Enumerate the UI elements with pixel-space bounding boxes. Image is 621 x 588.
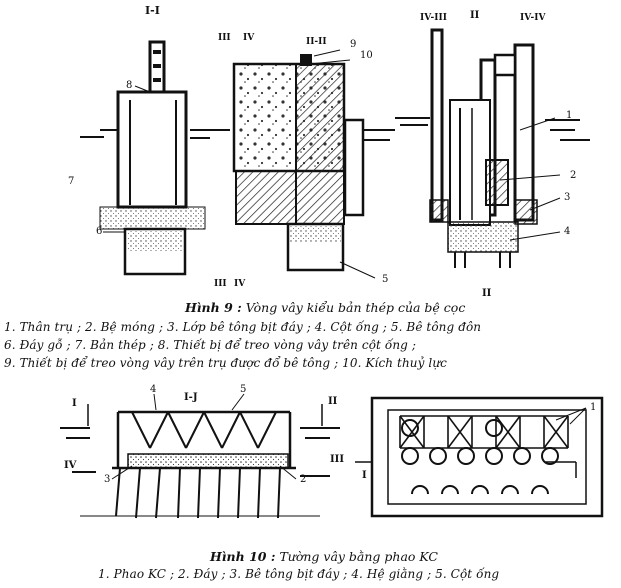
figure-10-legend: 1. Phao KC ; 2. Đáy ; 3. Bê tông bịt đáy…: [98, 567, 500, 581]
section-II-II: [232, 54, 365, 272]
fig10-label-IV: IV: [64, 460, 77, 471]
fig10-callout-4: 4: [150, 384, 156, 395]
section-labels: I-I II-II IV-III II IV-IV III IV III IV …: [145, 4, 546, 299]
fig10-label-II: II: [328, 396, 338, 407]
fig10-label-IJ: I-J: [184, 392, 198, 403]
callout-4: 4: [564, 226, 570, 237]
fig10-callout-5: 5: [240, 384, 246, 395]
label-bottom-III: III: [214, 279, 227, 289]
figure-9-legend-line-1: 1. Thân trụ ; 2. Bệ móng ; 3. Lớp bê tôn…: [4, 320, 482, 334]
fig10-callout-2: 2: [300, 474, 306, 485]
figure-9-caption-text: Vòng vây kiểu bản thép của bệ cọc: [245, 300, 466, 315]
fig10-callout-3: 3: [104, 474, 110, 485]
label-bottom-II: II: [482, 288, 492, 299]
fig10-callouts: 1 2 3 4 5: [104, 384, 596, 485]
fig10-elevation: [60, 404, 340, 519]
figure-10-caption: Hình 10 : Tường vây bằng phao KC: [210, 549, 438, 564]
figure-9-caption-label: Hình 9 :: [185, 300, 242, 315]
label-bottom-IV: IV: [234, 279, 246, 289]
callout-3: 3: [564, 192, 570, 203]
label-I-I: I-I: [145, 4, 160, 17]
figure-9-legend-line-3: 9. Thiết bị để treo vòng vây trên trụ đư…: [4, 356, 447, 370]
label-cut-III: III: [218, 33, 231, 43]
callout-5: 5: [382, 274, 388, 285]
fig10-label-I: I: [72, 398, 77, 409]
callout-6: 6: [96, 226, 102, 237]
callout-10: 10: [360, 50, 373, 61]
figure-9-drawing: I-I II-II IV-III II IV-IV III IV III IV …: [68, 4, 590, 299]
label-IV-III: IV-III: [420, 13, 447, 23]
label-II: II: [470, 10, 480, 21]
section-I-I: [99, 40, 206, 276]
callout-1: 1: [566, 110, 572, 121]
label-IV-IV: IV-IV: [520, 13, 546, 23]
label-II-II: II-II: [306, 37, 327, 47]
figure-9-legend-line-2: 6. Đáy gỗ ; 7. Bản thép ; 8. Thiết bị để…: [4, 338, 416, 352]
figure-9-caption: Hình 9 : Vòng vây kiểu bản thép của bệ c…: [185, 300, 465, 315]
figure-10-caption-text: Tường vây bằng phao KC: [279, 549, 438, 564]
figure-10-caption-label: Hình 10 :: [210, 549, 276, 564]
section-IV-III-IV-IV: [429, 28, 538, 268]
fig10-callout-1: 1: [590, 402, 596, 413]
callouts-fig9: 1 2 3 4 5 6 7 8 9 10: [68, 39, 576, 285]
callout-2: 2: [570, 170, 576, 181]
fig10-leaders: [111, 393, 587, 480]
callout-8: 8: [126, 80, 132, 91]
fig10-label-III: III: [330, 454, 344, 465]
callout-9: 9: [350, 39, 356, 50]
label-cut-IV: IV: [243, 33, 255, 43]
figure-10-drawing: I II I-J IV III I 1 2 3 4 5: [60, 384, 604, 519]
callout-7: 7: [68, 176, 74, 187]
fig10-labels: I II I-J IV III I: [64, 392, 367, 481]
fig10-label-right-I: I: [362, 470, 367, 481]
leader-lines: [103, 49, 561, 279]
fig10-plan: [355, 396, 604, 518]
